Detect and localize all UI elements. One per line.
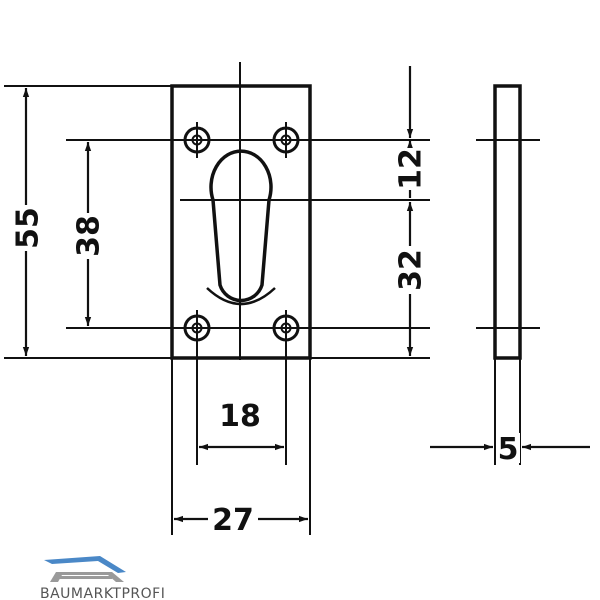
center-lines <box>196 62 287 360</box>
side-view <box>476 84 540 465</box>
dim-label-height-total: 55 <box>11 207 46 249</box>
logo-house-body <box>58 576 112 579</box>
watermark-logo: BAUMARKTPROFI <box>40 556 165 600</box>
extension-lines <box>4 85 430 535</box>
watermark-text: BAUMARKTPROFI <box>40 586 165 600</box>
side-profile <box>493 84 522 360</box>
dim-label-thickness: 5 <box>498 432 519 467</box>
dim-label-hole-spacing-horizontal: 18 <box>219 399 261 434</box>
dim-label-upper-offset: 12 <box>394 148 429 190</box>
dim-label-width-total: 27 <box>212 503 254 538</box>
dimension-labels: 55 38 12 32 18 27 5 <box>11 148 519 538</box>
dim-label-hole-spacing-vertical: 38 <box>72 215 107 257</box>
logo-roof-gray <box>50 572 124 582</box>
dim-label-lower-offset: 32 <box>394 249 429 291</box>
label-gaps <box>12 148 520 535</box>
keyhole-cutout <box>209 149 273 303</box>
logo-roof-blue <box>44 556 126 573</box>
